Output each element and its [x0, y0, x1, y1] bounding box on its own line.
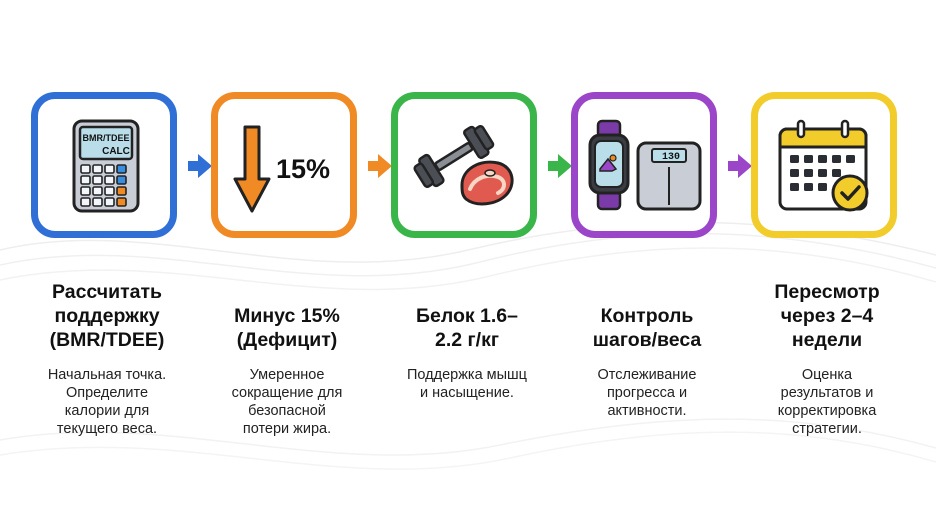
step-1-desc-line: текущего веса.: [56, 421, 158, 437]
step-5-description: Оценка результатов и корректировка страт…: [747, 366, 907, 438]
step-4-title-line: шагов/веса: [592, 329, 702, 351]
step-2-desc-line: потери жира.: [242, 421, 332, 437]
step-1-desc-line: Начальная точка.: [47, 367, 167, 383]
step-2-title-line: (Дефицит): [236, 329, 338, 351]
step-4-description: Отслеживание прогресса и активности.: [567, 366, 727, 420]
scale-display: 130: [662, 152, 680, 163]
step-2-description: Умеренное сокращение для безопасной поте…: [207, 366, 367, 438]
calendar-check-icon: [778, 119, 869, 212]
step-4-card: 130: [571, 92, 717, 238]
step-2-card: 15%: [211, 92, 357, 238]
percent-label: 15%: [276, 154, 330, 184]
arrow-right-icon: [188, 154, 212, 178]
dumbbell-steak-icon: [413, 124, 514, 206]
step-2-desc-line: безопасной: [248, 403, 326, 419]
arrow-right-icon: [728, 154, 752, 178]
step-1-desc-line: Определите: [65, 385, 149, 401]
step-4-desc-line: активности.: [607, 403, 687, 419]
step-5-title-line: недели: [791, 329, 863, 351]
step-3-title: Белок 1.6– 2.2 г/кг: [387, 304, 547, 352]
step-1-desc-line: калории для: [64, 403, 150, 419]
step-2-title: Минус 15% (Дефицит): [207, 304, 367, 352]
calculator-screen-bottom: CALC: [102, 146, 130, 157]
step-1-title-line: (BMR/TDEE): [49, 329, 165, 351]
arrow-right-icon: [368, 154, 392, 178]
step-4-title: Контроль шагов/веса: [567, 304, 727, 352]
step-3-description: Поддержка мышц и насыщение.: [387, 366, 547, 402]
step-5-title-line: Пересмотр: [774, 281, 880, 303]
step-4-desc-line: Отслеживание: [597, 367, 697, 383]
step-1-title-line: Рассчитать: [51, 281, 163, 303]
step-2-title-line: Минус 15%: [234, 305, 340, 327]
step-1-title: Рассчитать поддержку (BMR/TDEE): [27, 280, 187, 352]
step-5-desc-line: корректировка: [777, 403, 877, 419]
step-1-description: Начальная точка. Определите калории для …: [27, 366, 187, 438]
step-3-title-line: 2.2 г/кг: [435, 329, 499, 351]
step-5-desc-line: результатов и: [780, 385, 874, 401]
arrow-right-icon: [548, 154, 572, 178]
step-1-card: BMR/TDEE CALC: [31, 92, 177, 238]
step-3-desc-line: Поддержка мышц: [406, 367, 527, 383]
step-3-title-line: Белок 1.6–: [415, 305, 519, 327]
calculator-screen-top: BMR/TDEE: [83, 133, 130, 143]
step-2-desc-line: сокращение для: [231, 385, 343, 401]
step-4-title-line: Контроль: [600, 305, 694, 327]
step-5-card: [751, 92, 897, 238]
step-2-desc-line: Умеренное: [249, 367, 325, 383]
step-5-desc-line: Оценка: [801, 367, 853, 383]
step-4-desc-line: прогресса и: [606, 385, 688, 401]
watch-scale-icon: 130: [588, 119, 702, 211]
step-5-title: Пересмотр через 2–4 недели: [747, 280, 907, 352]
step-5-title-line: через 2–4: [780, 305, 874, 327]
down-arrow-percent-icon: 15%: [233, 125, 330, 213]
calculator-icon: BMR/TDEE CALC: [72, 119, 140, 213]
step-1-title-line: поддержку: [54, 305, 160, 327]
step-3-desc-line: и насыщение.: [420, 385, 514, 401]
step-5-desc-line: стратегии.: [792, 421, 862, 437]
step-3-card: [391, 92, 537, 238]
